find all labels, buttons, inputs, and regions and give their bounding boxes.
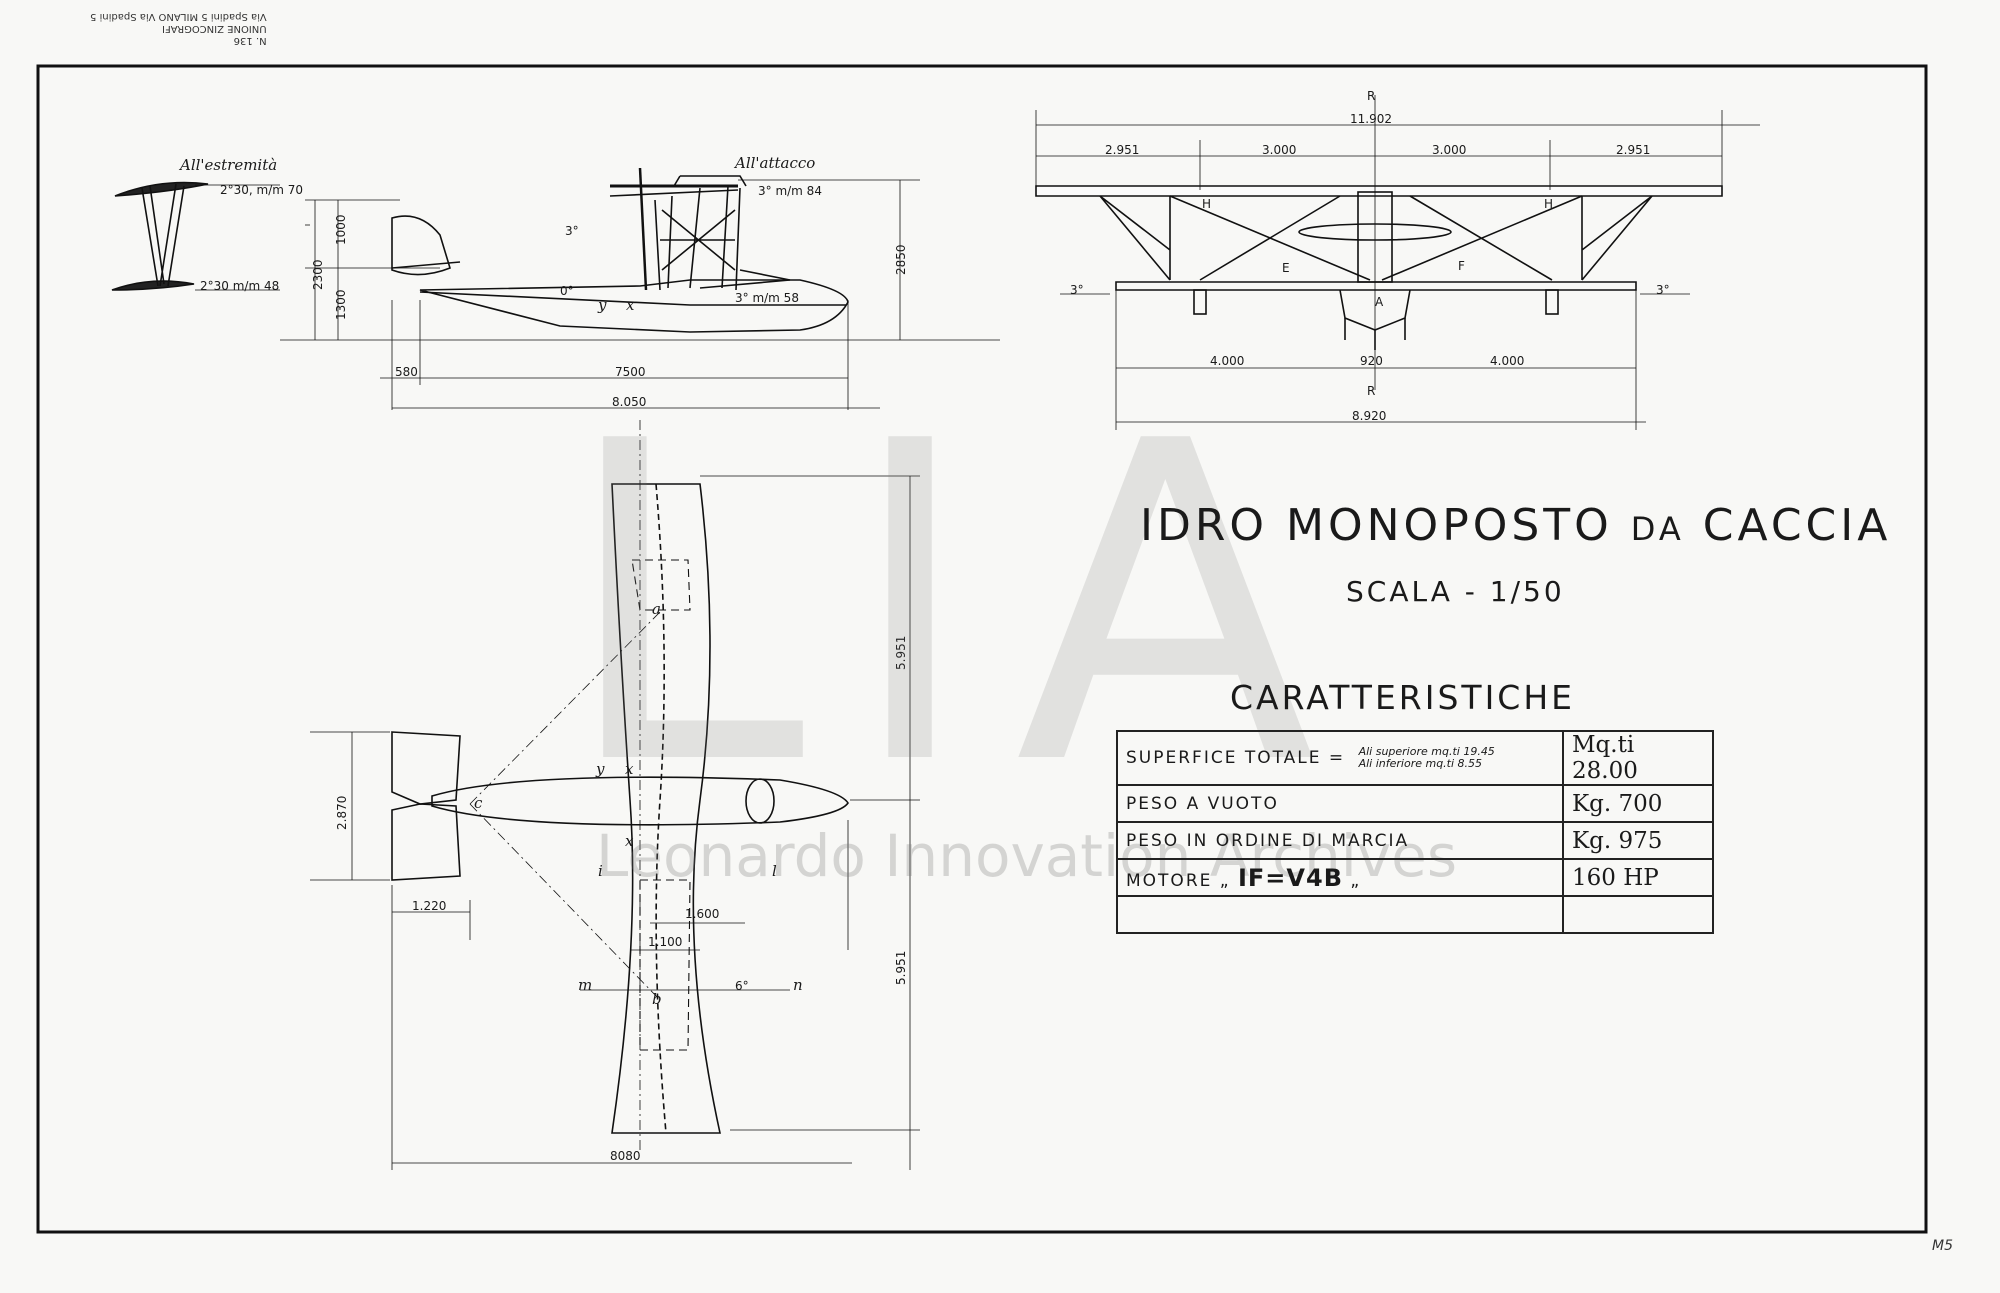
dim-front-4000-right: 4.000: [1490, 354, 1524, 368]
dim-side-2850: 2850: [894, 244, 908, 275]
title-part1: IDRO MONOPOSTO: [1140, 500, 1613, 551]
dim-front-3000-left: 3.000: [1262, 143, 1296, 157]
dim-front-3000-right: 3.000: [1432, 143, 1466, 157]
letter-plan-x-top: x: [625, 760, 634, 778]
spec-sub1: Ali superiore mq.ti 19.45: [1358, 745, 1495, 758]
letter-plan-m: m: [578, 976, 592, 994]
dim-plan-5951-bottom: 5.951: [894, 951, 908, 985]
letter-plan-l: l: [772, 862, 777, 880]
letter-plan-c: c: [474, 794, 483, 812]
dim-side-580: 580: [395, 365, 418, 379]
publisher-stamp: N. 136 UNIONE ZINCOGRAFI Via Spadini 5 M…: [90, 10, 267, 46]
spec-label-text: MOTORE „: [1126, 870, 1231, 891]
dim-plan-5951-top: 5.951: [894, 636, 908, 670]
letter-plan-i: i: [598, 862, 603, 880]
dim-plan-1220: 1.220: [412, 899, 446, 913]
angle-tip-top: 2°30, m/m 70: [220, 183, 303, 197]
spec-sub2: Ali inferiore mq.ti 8.55: [1358, 757, 1483, 770]
dim-side-1300: 1300: [334, 289, 348, 320]
spec-label: PESO IN ORDINE DI MARCIA: [1116, 821, 1564, 860]
dim-front-11902: 11.902: [1350, 112, 1392, 126]
title-part2: CACCIA: [1702, 500, 1892, 551]
spec-value: 160 HP: [1562, 858, 1714, 897]
letter-plan-y: y: [595, 760, 605, 778]
dim-front-2951-right: 2.951: [1616, 143, 1650, 157]
dim-plan-8080: 8080: [610, 1149, 641, 1163]
stamp-number: N. 136: [233, 35, 267, 46]
letter-front-h-right: H: [1544, 197, 1553, 211]
side-view: 2300 1000 1300 2850 580 7500 8.050 3° 3°…: [280, 154, 1000, 410]
letter-side-y: y: [597, 296, 607, 314]
dim-side-2300: 2300: [311, 259, 325, 290]
spec-label-end: „: [1350, 870, 1362, 891]
dim-plan-1100: 1.100: [648, 935, 682, 949]
angle-side-2: 3° m/m 84: [758, 184, 822, 198]
spec-label: SUPERFICE TOTALE = Ali superiore mq.ti 1…: [1116, 730, 1564, 786]
dim-front-8920: 8.920: [1352, 409, 1386, 423]
spec-sub: Ali superiore mq.ti 19.45 Ali inferiore …: [1359, 746, 1495, 770]
table-row: PESO IN ORDINE DI MARCIA Kg. 975: [1116, 821, 1714, 860]
letter-front-h-left: H: [1202, 197, 1211, 211]
angle-side-4: 0°: [560, 284, 574, 298]
letter-plan-n: n: [793, 976, 803, 994]
sheet-border: [36, 64, 1928, 1234]
dim-side-7500: 7500: [615, 365, 646, 379]
letter-side-x: x: [626, 296, 635, 314]
spec-value: Kg. 700: [1562, 784, 1714, 823]
angle-tip-bottom: 2°30 m/m 48: [200, 279, 279, 293]
letter-plan-b: b: [652, 990, 662, 1008]
sheet-number: M5: [1932, 1238, 1953, 1254]
table-row: SUPERFICE TOTALE = Ali superiore mq.ti 1…: [1116, 730, 1714, 786]
letter-front-e: E: [1282, 261, 1290, 275]
spec-label-text: SUPERFICE TOTALE =: [1126, 748, 1346, 768]
spec-label: PESO A VUOTO: [1116, 784, 1564, 823]
label-root: All'attacco: [733, 154, 815, 172]
spec-label: MOTORE „ IF=V4B „: [1116, 858, 1564, 897]
specs-table: SUPERFICE TOTALE = Ali superiore mq.ti 1…: [1116, 730, 1714, 934]
dim-side-8050: 8.050: [612, 395, 646, 409]
letter-front-r-bottom: R: [1367, 384, 1375, 398]
angle-front-right: 3°: [1656, 283, 1670, 297]
angle-plan: 6°: [735, 979, 749, 993]
spec-value: Kg. 975: [1562, 821, 1714, 860]
spec-value: [1562, 895, 1714, 934]
dim-front-920: 920: [1360, 354, 1383, 368]
plan-view: 5.951 5.951 2.870 1.220 1.600 1.100 8080…: [310, 420, 920, 1170]
letter-plan-a: a: [652, 600, 661, 618]
front-view: 11.902 2.951 3.000 3.000 2.951 4.000 920…: [1035, 89, 1760, 430]
table-row: [1116, 895, 1714, 934]
title-small: DA: [1630, 510, 1685, 548]
letter-front-r-top: R: [1367, 89, 1375, 103]
specs-heading: CARATTERISTICHE: [1230, 678, 1576, 717]
spec-label: [1116, 895, 1564, 934]
dim-front-4000-left: 4.000: [1210, 354, 1244, 368]
drawing-title: IDRO MONOPOSTO DA CACCIA: [1140, 500, 1891, 551]
label-tip: All'estremità: [178, 156, 277, 174]
dim-side-1000: 1000: [334, 214, 348, 245]
letter-front-f: F: [1458, 259, 1465, 273]
scale-label: SCALA - 1/50: [1346, 575, 1565, 608]
letter-plan-x-bottom: x: [625, 832, 634, 850]
letter-front-a: A: [1375, 295, 1384, 309]
angle-front-left: 3°: [1070, 283, 1084, 297]
table-row: MOTORE „ IF=V4B „ 160 HP: [1116, 858, 1714, 897]
dim-plan-1600: 1.600: [685, 907, 719, 921]
dim-plan-2870: 2.870: [335, 796, 349, 830]
spec-value: Mq.ti 28.00: [1562, 730, 1714, 786]
wing-section-view: All'estremità 2°30, m/m 70 2°30 m/m 48: [111, 156, 303, 293]
engine-model: IF=V4B: [1237, 863, 1343, 892]
table-row: PESO A VUOTO Kg. 700: [1116, 784, 1714, 823]
stamp-line1: UNIONE ZINCOGRAFI: [161, 23, 267, 34]
angle-side-1: 3°: [565, 224, 579, 238]
dim-front-2951-left: 2.951: [1105, 143, 1139, 157]
angle-side-3: 3° m/m 58: [735, 291, 799, 305]
stamp-line2: Via Spadini 5 MILANO Via Spadini 5: [90, 11, 267, 22]
